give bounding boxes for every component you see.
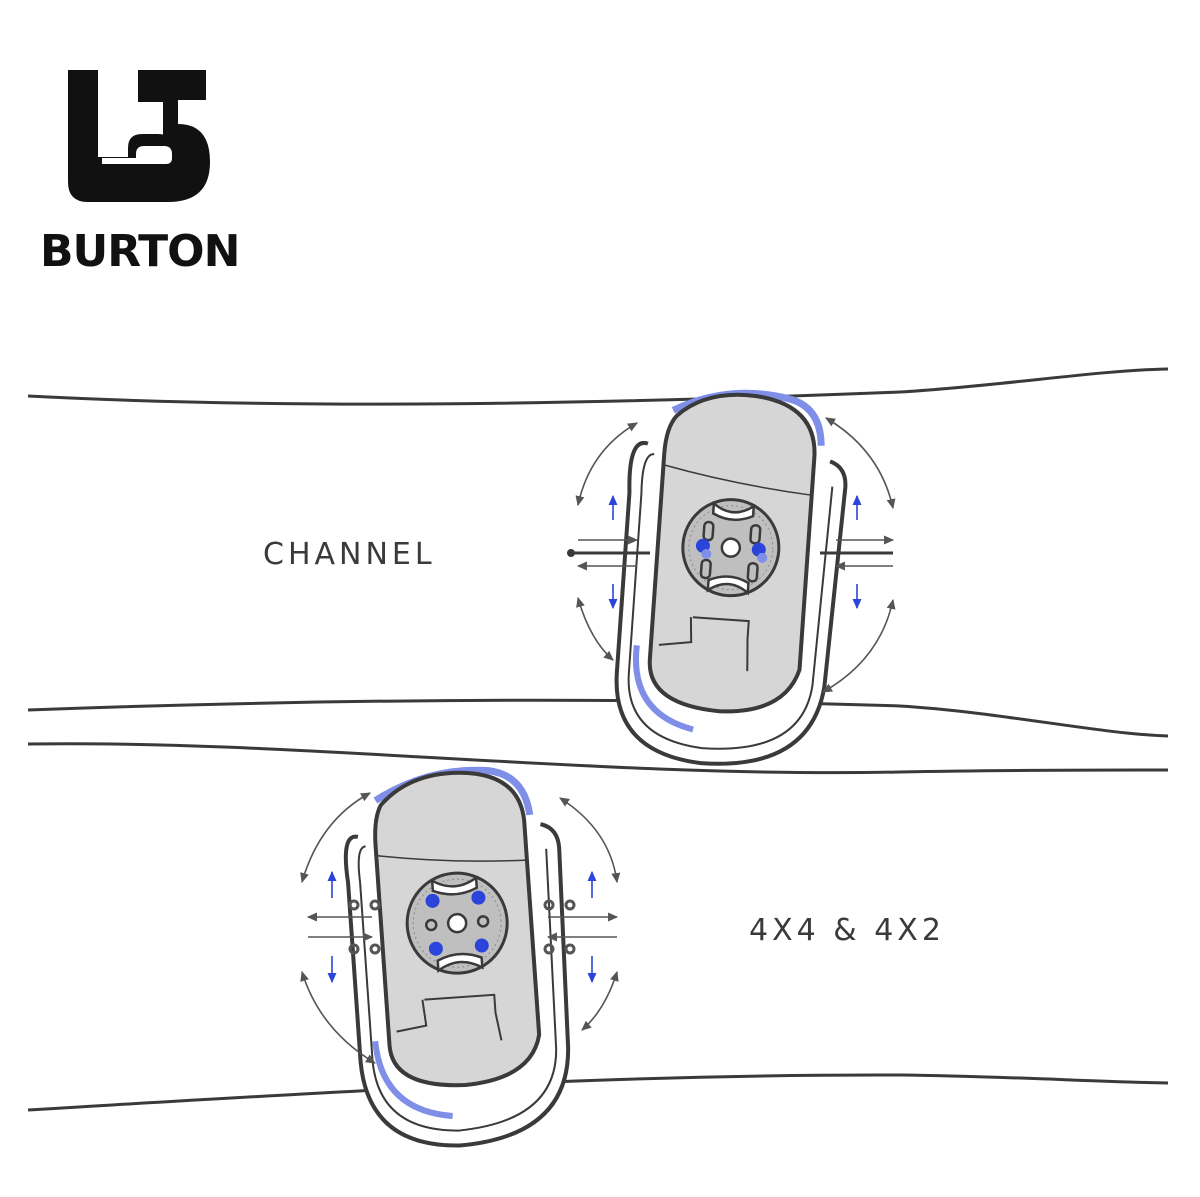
4x4-adjust-arrows — [300, 792, 621, 1064]
channel-label: CHANNEL — [263, 537, 436, 572]
channel-slot — [567, 549, 893, 557]
binding-channel — [614, 389, 848, 766]
brand-wordmark: BURTON — [40, 226, 240, 277]
snowboard-bottom — [27, 742, 1169, 1112]
brand-logo: BURTON — [38, 62, 248, 282]
insert-holes — [348, 899, 576, 955]
burton-b-logo-icon — [68, 70, 210, 202]
binding-4x4 — [343, 766, 571, 1148]
channel-adjust-arrows — [575, 417, 896, 693]
4x4-4x2-label: 4X4 & 4X2 — [749, 913, 945, 948]
